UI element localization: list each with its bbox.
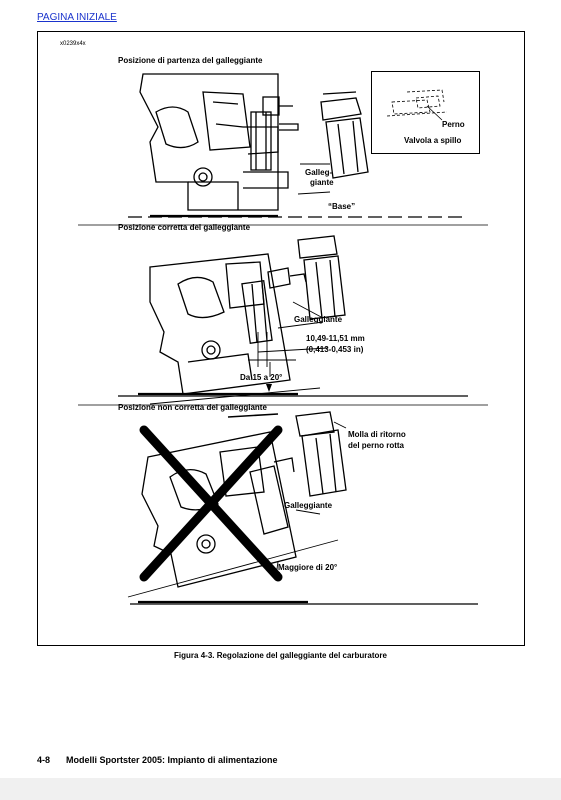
float-label-correct: Galleggiante <box>294 315 343 324</box>
inset-label-needle-valve: Valvola a spillo <box>404 136 462 145</box>
section-title-incorrect: Posizione non corretta del galleggiante <box>118 403 267 412</box>
section-title-start: Posizione di partenza del galleggiante <box>118 56 263 65</box>
carburetor-float-illustration <box>78 73 488 605</box>
base-label: “Base” <box>328 202 356 211</box>
figure-id: x0239x4x <box>60 41 86 47</box>
broken-spring-label-line1: Molla di ritorno <box>348 430 406 439</box>
float-label-start-line2: giante <box>310 178 334 187</box>
section-title-correct: Posizione corretta del galleggiante <box>118 223 251 232</box>
angle-correct-label: Da 15 a 20° <box>240 373 283 382</box>
inset-label-pin: Perno <box>442 120 465 129</box>
angle-incorrect-label: Maggiore di 20° <box>278 563 338 572</box>
home-link[interactable]: PAGINA INIZIALE <box>37 12 117 23</box>
page-number: 4-8 <box>37 755 51 765</box>
bottom-bar <box>0 778 561 800</box>
figure-frame: x0239x4x <box>37 31 525 646</box>
footer-title: Modelli Sportster 2005: Impianto di alim… <box>66 755 278 765</box>
needle-valve-inset: Perno Valvola a spillo <box>371 71 480 154</box>
measure-in: (0,413-0,453 in) <box>306 345 364 354</box>
measure-mm: 10,49-11,51 mm <box>306 334 365 343</box>
figure-caption: Figura 4-3. Regolazione del galleggiante… <box>174 651 387 660</box>
float-label-start-line1: Galleg- <box>305 168 333 177</box>
needle-valve-detail <box>386 89 448 121</box>
float-label-incorrect: Galleggiante <box>284 501 333 510</box>
broken-spring-label-line2: del perno rotta <box>348 441 405 450</box>
